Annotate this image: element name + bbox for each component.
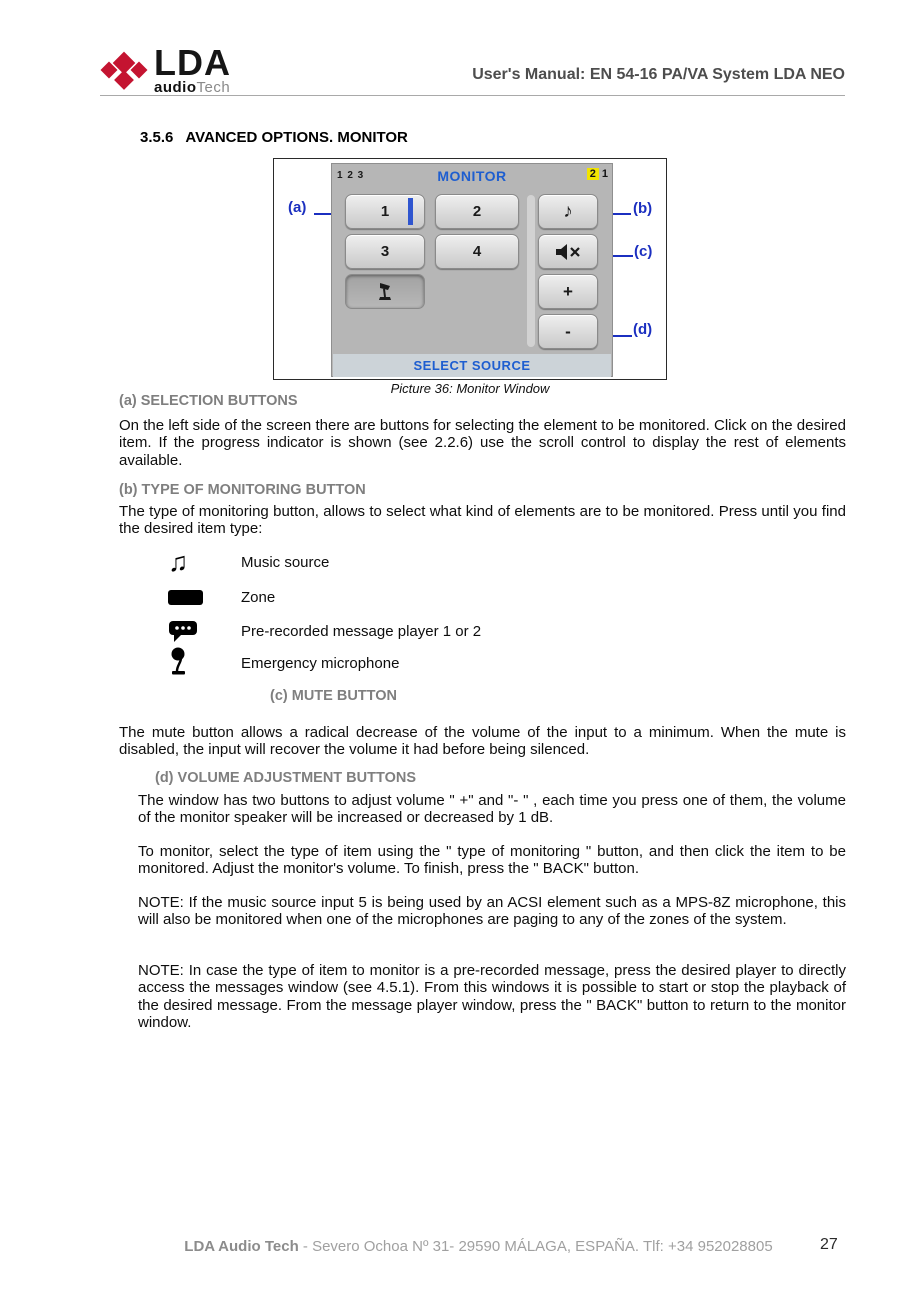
section-heading: 3.5.6 AVANCED OPTIONS. MONITOR — [140, 129, 408, 146]
paragraph-monitor-procedure: To monitor, select the type of item usin… — [138, 843, 846, 878]
logo-text: LDA audioTech — [154, 42, 231, 96]
manual-label: User's Manual: — [472, 66, 590, 83]
selection-button-3: 3 — [345, 234, 425, 269]
music-note-icon: ♪ — [563, 200, 573, 222]
heading-type-of-monitoring: (b) TYPE OF MONITORING BUTTON — [119, 482, 366, 498]
lda-diamonds-icon — [100, 51, 148, 90]
annotation-line-d — [597, 335, 632, 337]
logo-sub-tech: Tech — [196, 79, 231, 96]
section-title: AVANCED OPTIONS. MONITOR — [185, 129, 408, 146]
legend-icon-cell — [168, 620, 241, 643]
legend-row-emergency-microphone: Emergency microphone — [168, 647, 399, 679]
paragraph-volume-adjustment: The window has two buttons to adjust vol… — [138, 792, 846, 827]
annotation-line-a — [314, 213, 344, 215]
selection-button-4: 4 — [435, 234, 519, 269]
legend-icon-cell: ♫ — [168, 546, 241, 577]
figure-caption: Picture 36: Monitor Window — [390, 381, 550, 396]
mute-button — [538, 234, 598, 269]
logo-sub-audio: audio — [154, 79, 197, 96]
progress-indicator-bar — [408, 198, 413, 225]
legend-row-zone: Zone — [168, 581, 275, 613]
music-note-icon: ♫ — [168, 546, 189, 577]
legend-row-message-player: Pre-recorded message player 1 or 2 — [168, 615, 481, 647]
document-title: User's Manual: EN 54-16 PA/VA System LDA… — [472, 66, 845, 84]
paragraph-type-of-monitoring: The type of monitoring button, allows to… — [119, 503, 846, 538]
selection-button-1: 1 — [345, 194, 425, 229]
monitoring-type-button: ♪ — [538, 194, 598, 229]
annotation-line-c — [597, 255, 633, 257]
monitor-window-title: MONITOR — [437, 168, 507, 184]
logo-subtitle: audioTech — [154, 80, 231, 95]
logo-brand: LDA — [154, 42, 231, 83]
legend-label: Zone — [241, 588, 276, 606]
annotation-b: (b) — [633, 200, 653, 217]
paragraph-selection-buttons: On the left side of the screen there are… — [119, 417, 846, 469]
emergency-microphone-icon — [171, 647, 185, 675]
heading-volume-adjustment: (d) VOLUME ADJUSTMENT BUTTONS — [155, 770, 416, 786]
zone-icon — [168, 589, 203, 605]
select-source-label: SELECT SOURCE — [333, 354, 611, 377]
annotation-c: (c) — [634, 243, 653, 260]
legend-icon-cell — [168, 589, 241, 605]
page-indicator-total: 1 — [601, 168, 608, 180]
heading-selection-buttons: (a) SELECTION BUTTONS — [119, 393, 298, 409]
selection-button-2: 2 — [435, 194, 519, 229]
annotation-d: (d) — [633, 321, 653, 338]
legend-label: Music source — [241, 553, 330, 571]
heading-mute-button: (c) MUTE BUTTON — [270, 688, 398, 704]
manual-title-value: EN 54-16 PA/VA System LDA NEO — [589, 66, 845, 83]
legend-row-music-source: ♫ Music source — [168, 546, 329, 578]
footer-company: LDA Audio Tech — [184, 1238, 299, 1255]
page-number: 27 — [820, 1236, 838, 1253]
selection-button-emergency-mic — [345, 274, 425, 309]
header-divider — [100, 95, 845, 96]
legend-icon-cell — [168, 647, 241, 679]
emergency-mic-icon — [379, 282, 391, 300]
scroll-indicator — [527, 195, 535, 347]
volume-down-button: - — [538, 314, 598, 349]
page-indicator-left: 1 2 3 — [337, 170, 365, 181]
legend-label: Emergency microphone — [241, 654, 400, 672]
footer-address-text: - Severo Ochoa Nº 31- 29590 MÁLAGA, ESPA… — [298, 1238, 773, 1255]
annotation-a: (a) — [288, 199, 307, 216]
legend-label: Pre-recorded message player 1 or 2 — [241, 622, 482, 640]
paragraph-mute-button: The mute button allows a radical decreas… — [119, 724, 846, 759]
paragraph-note-prerecorded: NOTE: In case the type of item to monito… — [138, 962, 846, 1031]
lda-logo: LDA audioTech — [100, 42, 231, 96]
speaker-mute-icon — [556, 243, 580, 260]
footer-address: LDA Audio Tech - Severo Ochoa Nº 31- 295… — [100, 1238, 857, 1255]
section-number: 3.5.6 — [140, 129, 174, 146]
page-indicator-current: 2 — [586, 168, 599, 180]
message-bubble-icon — [169, 620, 197, 642]
paragraph-note-acsi: NOTE: If the music source input 5 is bei… — [138, 894, 846, 929]
annotation-line-b — [597, 213, 631, 215]
volume-up-button: + — [538, 274, 598, 309]
